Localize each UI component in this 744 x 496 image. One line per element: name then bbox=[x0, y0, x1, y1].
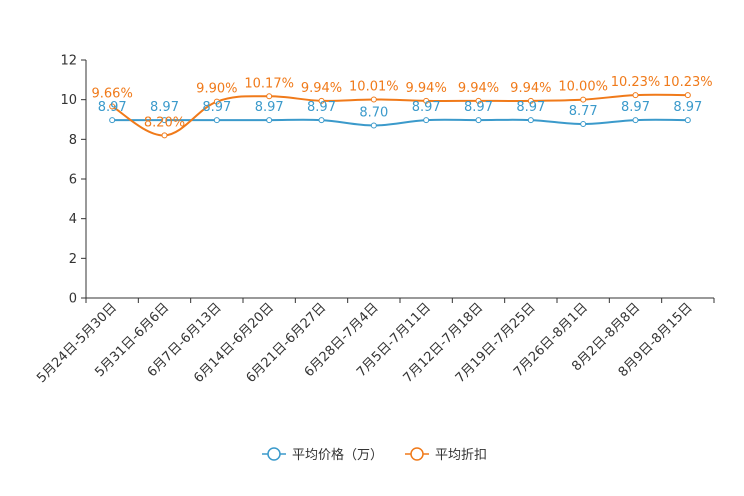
data-point bbox=[475, 97, 482, 104]
data-point bbox=[423, 97, 430, 104]
data-label: 9.94% bbox=[510, 81, 551, 96]
data-point bbox=[109, 117, 116, 124]
data-label: 8.97 bbox=[464, 100, 493, 115]
data-label: 10.23% bbox=[611, 75, 661, 90]
data-label: 8.97 bbox=[255, 100, 284, 115]
series-line-1 bbox=[111, 93, 688, 137]
y-tick-label: 8 bbox=[69, 133, 77, 148]
legend: 平均价格（万） 平均折扣 bbox=[262, 447, 487, 463]
legend-marker bbox=[267, 447, 281, 461]
data-point bbox=[266, 93, 273, 100]
data-point bbox=[580, 96, 587, 103]
data-label: 10.23% bbox=[663, 75, 713, 90]
data-label: 8.97 bbox=[150, 100, 179, 115]
data-label: 8.20% bbox=[144, 115, 185, 130]
series-line-0 bbox=[112, 118, 688, 127]
data-point bbox=[632, 92, 639, 99]
series-layer bbox=[109, 92, 691, 139]
data-label: 9.94% bbox=[301, 81, 342, 96]
data-label: 10.01% bbox=[349, 79, 399, 94]
y-tick-label: 4 bbox=[69, 212, 77, 227]
data-point bbox=[213, 117, 220, 124]
data-label: 9.94% bbox=[406, 81, 447, 96]
data-point bbox=[213, 98, 220, 105]
data-point bbox=[266, 117, 273, 124]
legend-label: 平均价格（万） bbox=[292, 447, 383, 463]
data-label: 8.97 bbox=[516, 100, 545, 115]
data-label: 9.66% bbox=[92, 86, 133, 101]
data-label: 8.97 bbox=[621, 100, 650, 115]
data-point bbox=[580, 121, 587, 128]
data-label: 9.94% bbox=[458, 81, 499, 96]
data-label: 8.97 bbox=[412, 100, 441, 115]
data-point bbox=[475, 117, 482, 124]
data-label: 8.70 bbox=[359, 105, 388, 120]
data-point bbox=[527, 117, 534, 124]
data-point bbox=[109, 103, 116, 110]
legend-item-0: 平均价格（万） bbox=[262, 447, 383, 463]
legend-item-1: 平均折扣 bbox=[405, 447, 487, 463]
y-tick-label: 10 bbox=[60, 93, 77, 108]
data-label: 9.90% bbox=[196, 82, 237, 97]
data-point bbox=[684, 92, 691, 99]
data-point bbox=[632, 117, 639, 124]
y-tick-label: 2 bbox=[69, 252, 77, 267]
data-label: 8.97 bbox=[202, 100, 231, 115]
data-label: 8.97 bbox=[98, 100, 127, 115]
axes: 0246810125月24日-5月30日5月31日-6月6日6月7日-6月13日… bbox=[34, 54, 715, 386]
data-labels-layer: 8.97 8.97 8.97 8.97 8.97 8.70 8.97 8.97 8.97 8.77… bbox=[92, 75, 713, 130]
data-point bbox=[318, 97, 325, 104]
data-point bbox=[161, 117, 168, 124]
y-tick-label: 12 bbox=[60, 54, 77, 69]
data-point bbox=[684, 117, 691, 124]
data-label: 10.00% bbox=[558, 80, 608, 95]
data-label: 8.97 bbox=[307, 100, 336, 115]
legend-marker bbox=[410, 447, 424, 461]
data-point bbox=[370, 96, 377, 103]
data-point bbox=[161, 132, 168, 139]
y-tick-label: 0 bbox=[69, 292, 77, 307]
data-label: 10.17% bbox=[244, 76, 294, 91]
y-tick-label: 6 bbox=[69, 173, 77, 188]
legend-label: 平均折扣 bbox=[435, 448, 487, 463]
data-point bbox=[423, 117, 430, 124]
data-point bbox=[370, 122, 377, 129]
data-point bbox=[318, 117, 325, 124]
data-label: 8.77 bbox=[569, 104, 598, 119]
data-label: 8.97 bbox=[673, 100, 702, 115]
data-point bbox=[527, 97, 534, 104]
